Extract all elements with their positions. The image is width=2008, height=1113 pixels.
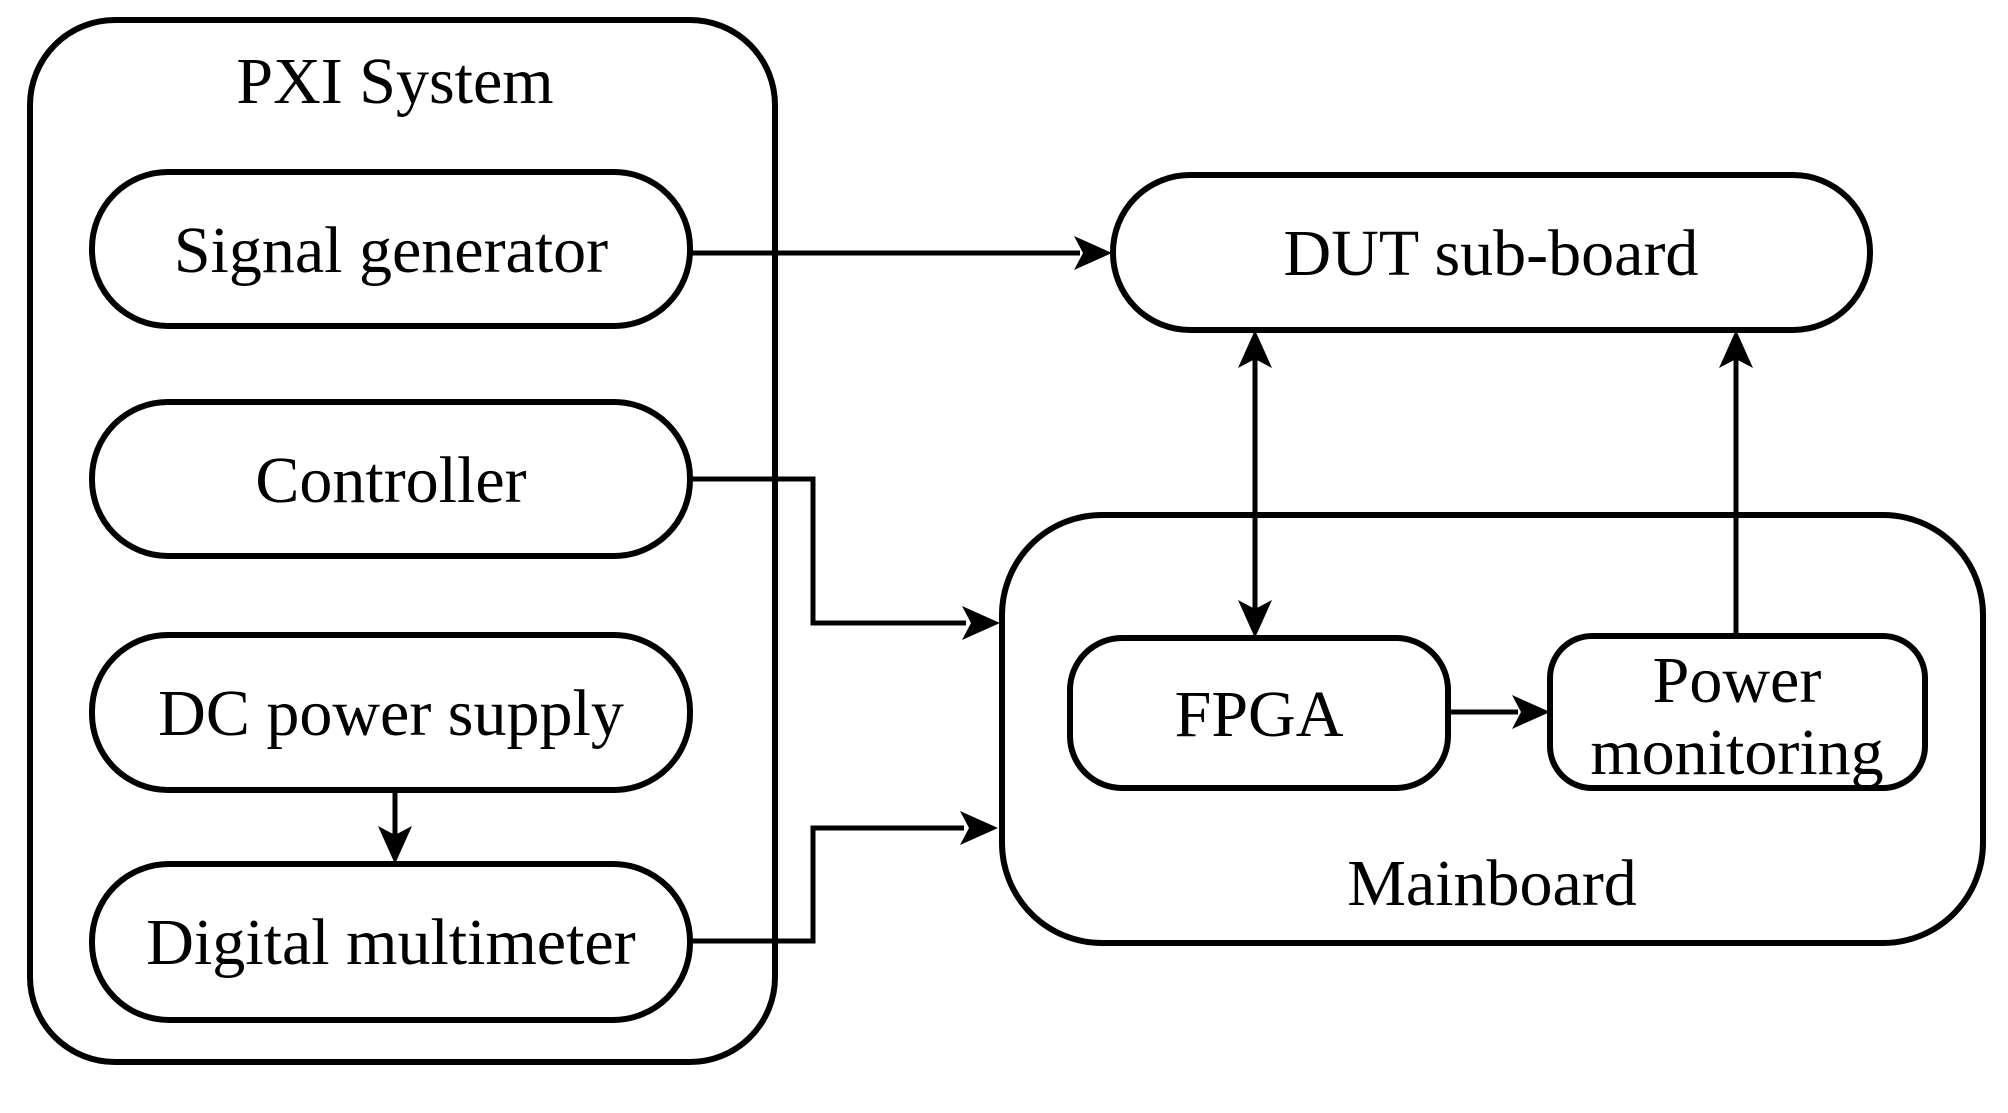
controller-box bbox=[89, 399, 693, 559]
arrowhead-controller-to-mainboard bbox=[962, 606, 1000, 640]
power-monitoring-label-line1: Power bbox=[1653, 644, 1822, 717]
node-signal-generator: Signal generator bbox=[89, 169, 693, 329]
arrowhead-digital-multimeter-to-mainboard bbox=[960, 811, 998, 845]
pxi-system-container bbox=[27, 17, 778, 1065]
arrowhead-signal-generator-to-dut bbox=[1074, 236, 1112, 270]
node-power-monitoring: Power monitoring bbox=[1547, 633, 1928, 791]
digital-multimeter-box bbox=[89, 861, 693, 1023]
mainboard-container bbox=[999, 512, 1986, 946]
power-monitoring-box bbox=[1547, 633, 1928, 791]
arrowhead-dc-power-supply-to-digital-multimeter bbox=[378, 826, 412, 864]
digital-multimeter-label: Digital multimeter bbox=[146, 906, 635, 979]
dut-sub-board-box bbox=[1110, 172, 1873, 333]
mainboard-title: Mainboard bbox=[1347, 847, 1637, 920]
dc-power-supply-box bbox=[89, 632, 693, 793]
signal-generator-label: Signal generator bbox=[174, 214, 608, 287]
power-monitoring-label-line2: monitoring bbox=[1590, 716, 1883, 789]
node-dc-power-supply: DC power supply bbox=[89, 632, 693, 793]
dut-sub-board-label: DUT sub-board bbox=[1284, 217, 1699, 290]
arrowhead-fpga-to-power-monitoring bbox=[1512, 695, 1550, 729]
node-digital-multimeter: Digital multimeter bbox=[89, 861, 693, 1023]
pxi-system-title: PXI System bbox=[236, 45, 553, 118]
fpga-label: FPGA bbox=[1175, 678, 1344, 751]
node-fpga: FPGA bbox=[1067, 635, 1451, 791]
fpga-box bbox=[1067, 635, 1451, 791]
node-dut-sub-board: DUT sub-board bbox=[1110, 172, 1873, 333]
arrowhead-power-monitoring-to-dut bbox=[1719, 330, 1753, 368]
arrowhead-fpga-to-dut bbox=[1238, 330, 1272, 368]
controller-label: Controller bbox=[255, 444, 526, 517]
dc-power-supply-label: DC power supply bbox=[158, 677, 624, 750]
arrowhead-dut-to-fpga bbox=[1238, 600, 1272, 638]
edge-digital-multimeter-to-mainboard bbox=[690, 825, 964, 944]
node-controller: Controller bbox=[89, 399, 693, 559]
signal-generator-box bbox=[89, 169, 693, 329]
edge-controller-to-mainboard bbox=[690, 476, 966, 626]
